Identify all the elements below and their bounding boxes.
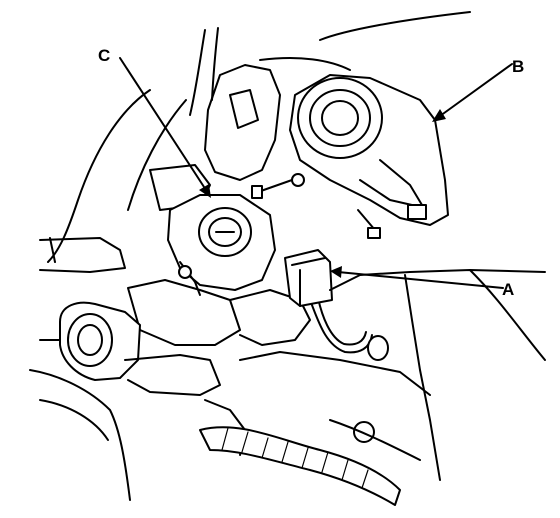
callout-label-c: C	[98, 46, 110, 65]
lower-column	[29, 279, 431, 501]
steering-lock-c	[167, 194, 276, 296]
arrowhead-c	[199, 184, 211, 198]
callout-label-a: A	[502, 280, 514, 299]
arrowhead-b	[432, 109, 446, 122]
ignition-switch-b	[289, 74, 449, 226]
dashboard-lines	[329, 269, 546, 481]
shear-bolts	[251, 173, 381, 239]
callout-label-b: B	[512, 57, 524, 76]
arrowhead-a	[330, 266, 342, 278]
connector-a	[284, 249, 333, 307]
callout-leaders	[119, 57, 513, 289]
column-housing	[39, 11, 471, 273]
wire-harness	[199, 297, 401, 506]
